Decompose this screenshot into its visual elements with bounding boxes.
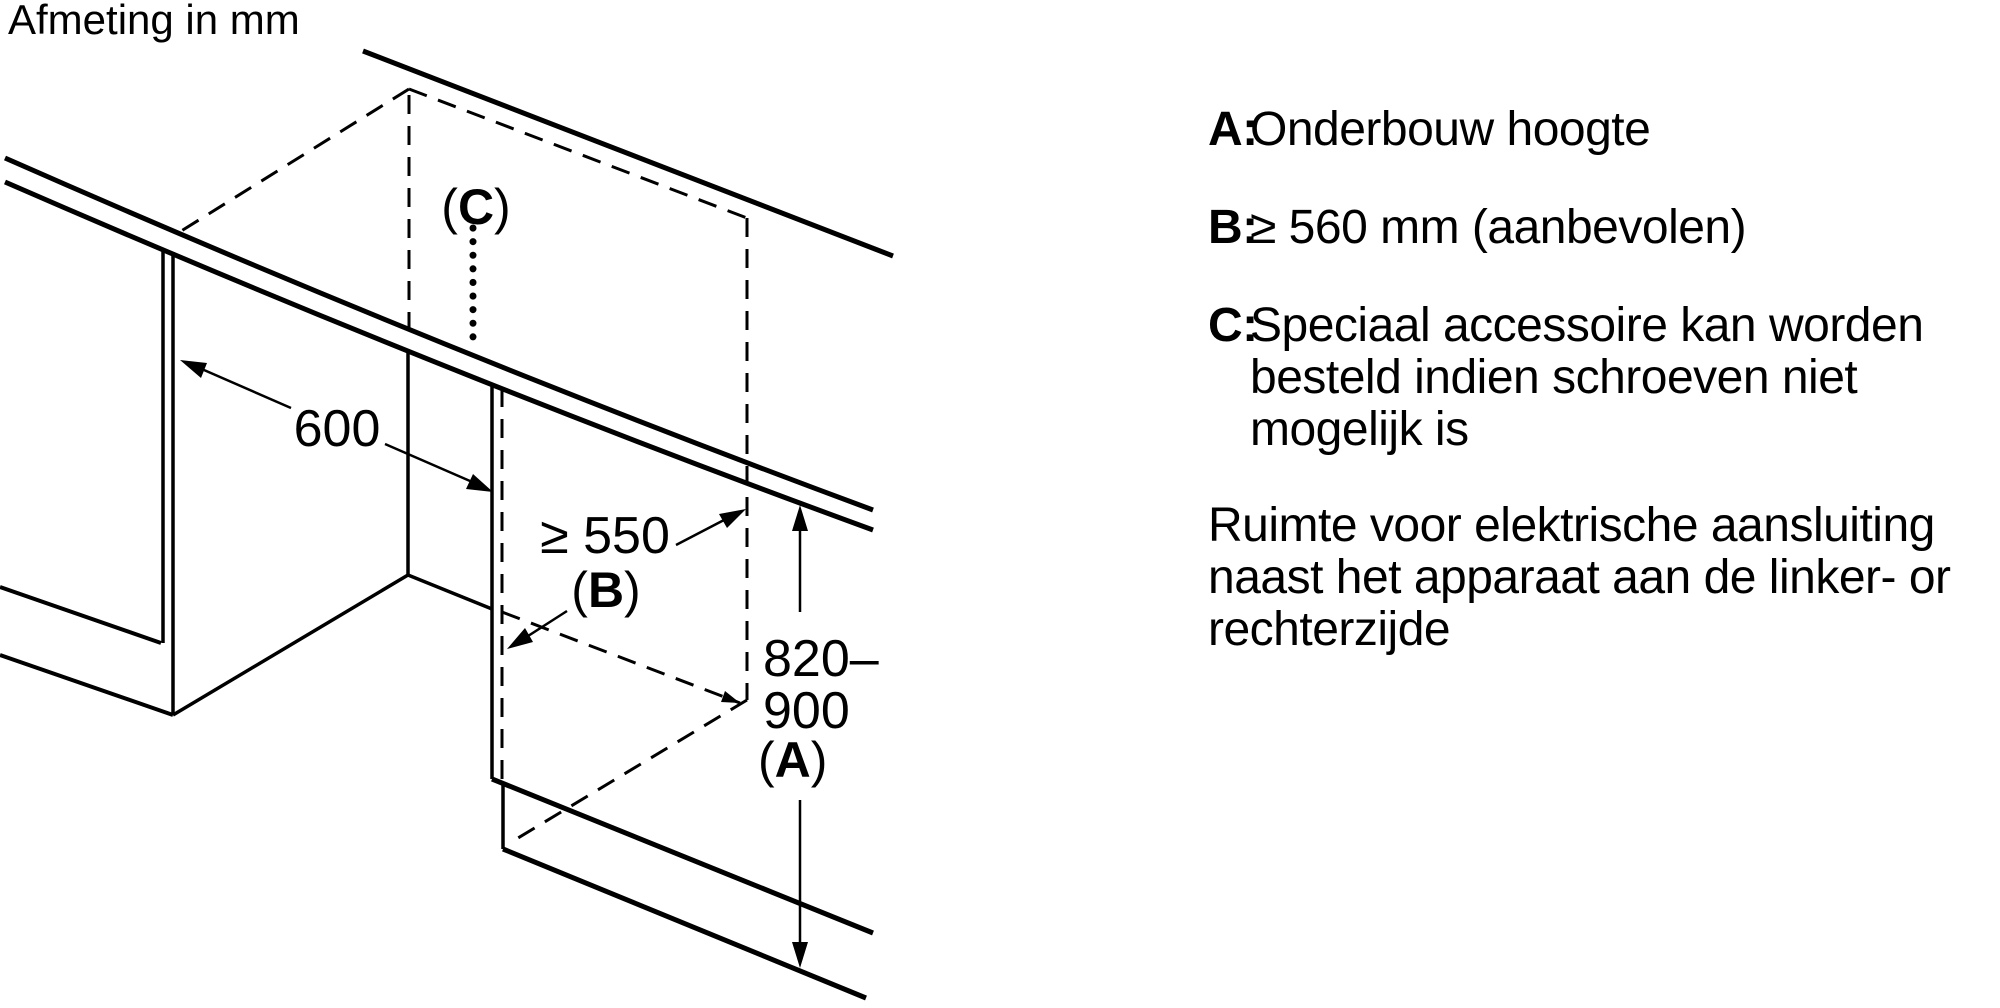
legend-key-c: C: — [1208, 299, 1258, 352]
legend-item-b: B: ≥ 560 mm (aanbevolen) — [1208, 201, 1747, 254]
arrowhead-600-right — [466, 474, 493, 492]
plinth-bottom-edge-line — [502, 846, 867, 1001]
dim-600-label: 600 — [294, 400, 381, 458]
floor-back-line — [0, 585, 162, 645]
legend-item-a: A: Onderbouw hoogte — [1208, 103, 1651, 156]
countertop-bottom-edge-line — [4, 179, 874, 533]
dim-b-line — [527, 609, 568, 638]
legend-text-c-line1: Speciaal accessoire kan worden — [1250, 299, 1924, 352]
niche-bottom-back-edge — [501, 610, 741, 705]
label-b-letter: B — [588, 562, 624, 618]
legend-text-c-line2: besteld indien schroeven niet — [1250, 351, 1858, 404]
arrowhead-b — [507, 628, 533, 649]
label-a-close-paren: ) — [811, 732, 828, 788]
arrowhead-a-up — [792, 505, 808, 531]
dim-a-range-line2: 900 — [763, 682, 850, 740]
dim-a-range-line1: 820– — [763, 630, 879, 688]
legend-text-c-line3: mogelijk is — [1250, 403, 1469, 456]
dim-550-line — [675, 518, 725, 547]
wall-top-edge-line — [362, 48, 894, 259]
note-line2: naast het apparaat aan de linker- or — [1208, 551, 1951, 604]
label-c: (C) — [441, 179, 510, 235]
niche-top-left-depth-edge — [177, 87, 410, 235]
legend-text-a: Onderbouw hoogte — [1250, 103, 1651, 156]
plinth-top-edge-line — [491, 776, 874, 936]
dim-550-label: ≥ 550 — [540, 507, 670, 565]
label-b-open-paren: ( — [571, 562, 588, 618]
dimension-arrowheads — [180, 360, 808, 968]
dimension-lines — [203, 368, 802, 942]
label-a: (A) — [758, 732, 827, 788]
label-c-letter: C — [458, 179, 494, 235]
electrical-connection-note: Ruimte voor elektrische aansluiting naas… — [1208, 500, 1951, 656]
arrowhead-550 — [719, 509, 746, 528]
floor-front-line — [0, 653, 174, 717]
countertop-top-edge-line — [3, 155, 874, 513]
label-b: (B) — [571, 562, 640, 618]
label-c-open-paren: ( — [441, 179, 458, 235]
page-title: Afmeting in mm — [8, 0, 300, 43]
legend-key-b: B: — [1208, 201, 1258, 254]
legend-text-c: Speciaal accessoire kan worden besteld i… — [1250, 299, 1924, 456]
dim-600-line-left — [203, 368, 292, 410]
dim-600-line-right — [384, 442, 471, 483]
arrowhead-600-left — [180, 360, 207, 378]
note-line1: Ruimte voor elektrische aansluiting — [1208, 499, 1935, 552]
note-line3: rechterzijde — [1208, 603, 1451, 656]
label-a-letter: A — [775, 732, 811, 788]
legend-item-c: C: Speciaal accessoire kan worden bestel… — [1208, 299, 1924, 456]
solid-structure-lines — [0, 48, 894, 1001]
label-c-close-paren: ) — [494, 179, 511, 235]
arrowhead-niche-corner — [721, 691, 740, 703]
label-a-open-paren: ( — [758, 732, 775, 788]
legend-key-a: A: — [1208, 103, 1258, 156]
cabinet-floor-front-edge — [172, 573, 409, 717]
arrowhead-a-down — [792, 942, 808, 968]
label-b-close-paren: ) — [624, 562, 641, 618]
niche-floor-back-edge — [407, 573, 493, 611]
niche-bottom-front-depth-edge — [517, 698, 748, 840]
diagram-labels: 600 ≥ 550 (B) (C) 820– 900 (A) — [294, 179, 879, 788]
legend-text-b: ≥ 560 mm (aanbevolen) — [1250, 201, 1747, 254]
